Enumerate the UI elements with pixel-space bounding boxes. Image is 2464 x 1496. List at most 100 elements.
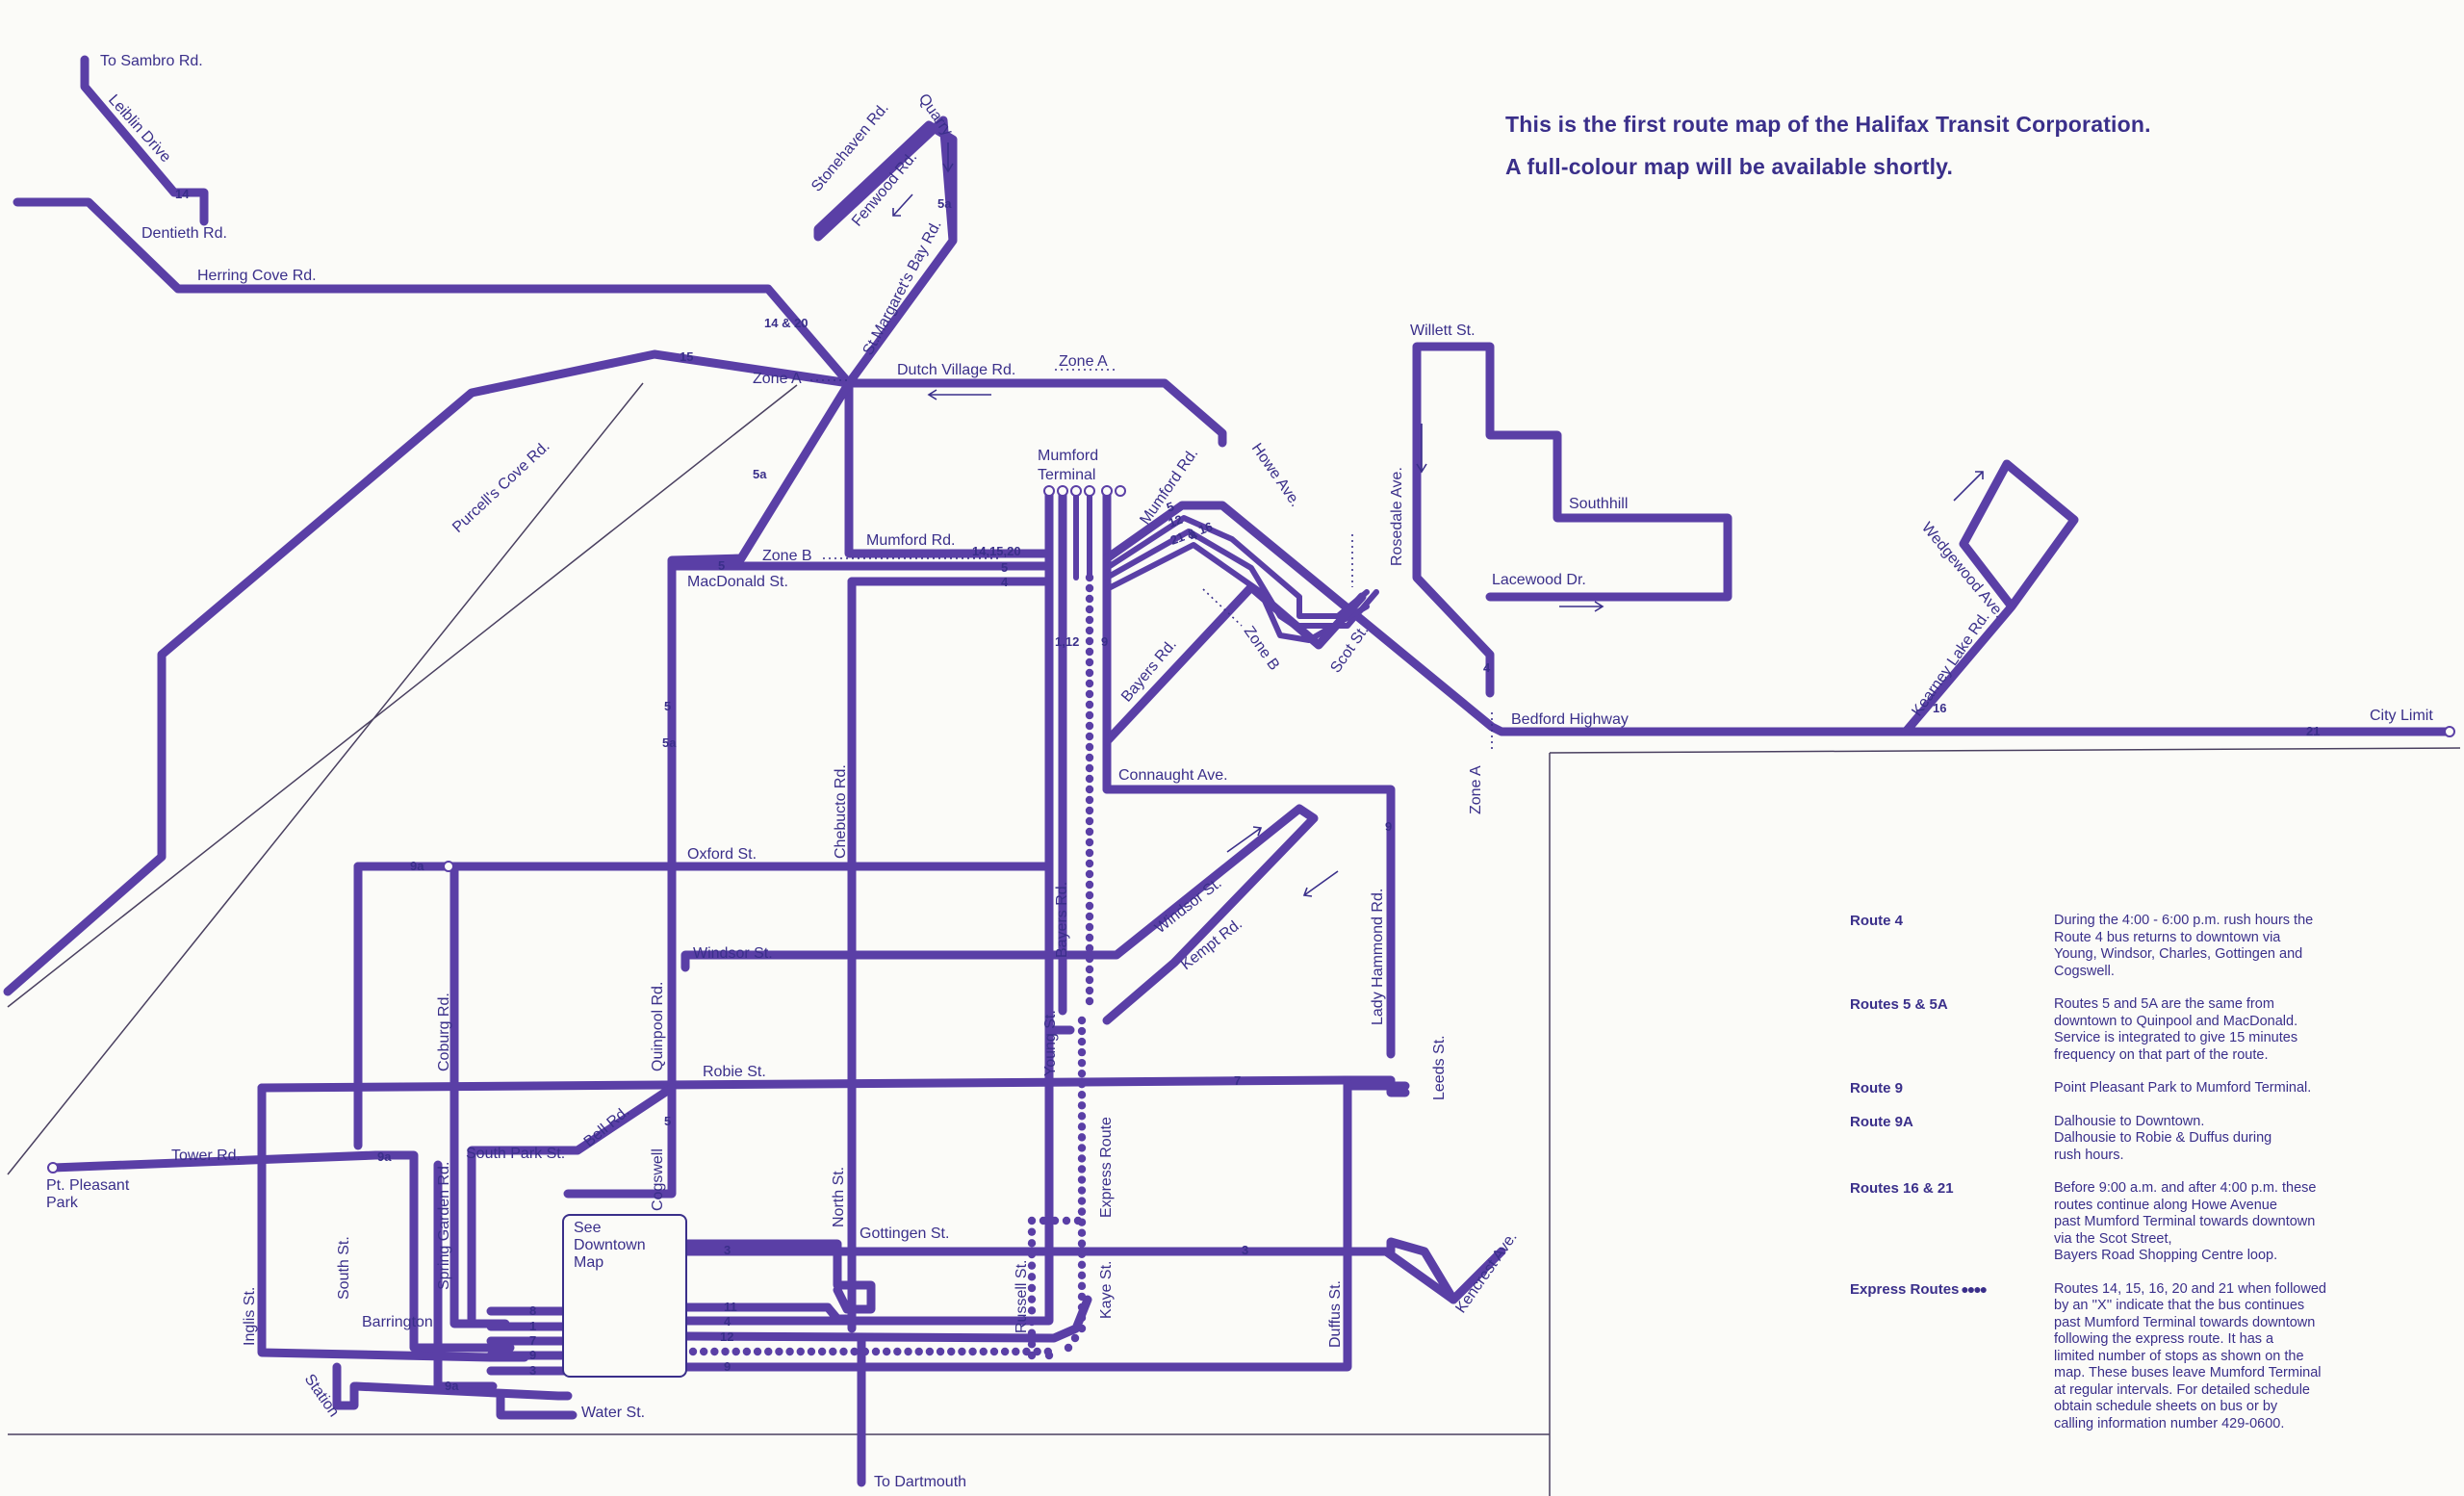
express-dot <box>1085 922 1094 932</box>
label-south-park: South Park St. <box>466 1146 565 1162</box>
label-express-route: Express Route <box>1098 1117 1115 1218</box>
express-dot <box>1085 742 1094 752</box>
express-dot <box>1027 1328 1037 1337</box>
label-zone-a-right: Zone A <box>1468 765 1484 814</box>
express-dot <box>699 1347 708 1356</box>
route-dutch-village <box>844 378 1227 448</box>
city-limit-terminus <box>2444 726 2455 737</box>
route-tower <box>48 1150 515 1353</box>
express-dot <box>1077 1292 1087 1302</box>
route-fenwood-quarry <box>813 116 958 388</box>
route-wedgewood <box>1901 459 2079 736</box>
express-dot <box>1077 1154 1087 1163</box>
label-young: Young St. <box>1042 1010 1059 1076</box>
express-dot <box>1070 1333 1080 1343</box>
express-dot <box>1033 1347 1041 1356</box>
label-windsor: Windsor St. <box>693 945 773 962</box>
express-dot <box>979 1347 988 1356</box>
num-1-12: 1,12 <box>1055 634 1079 649</box>
express-dot <box>1064 1343 1073 1353</box>
express-dot <box>1077 1069 1087 1078</box>
route-gottingen <box>679 1239 876 1314</box>
express-dot <box>1085 689 1094 699</box>
express-dot <box>742 1347 752 1356</box>
num-5a-quin: 5a <box>662 735 677 750</box>
express-dot <box>1085 816 1094 826</box>
label-coburg: Coburg Rd. <box>436 993 452 1071</box>
label-to-dartmouth: To Dartmouth <box>874 1474 966 1490</box>
label-quinpool: Quinpool Rd. <box>650 982 666 1071</box>
label-st-margarets: St.Margaret's Bay Rd. <box>860 218 945 358</box>
express-dot <box>989 1347 999 1356</box>
label-macdonald: MacDonald St. <box>687 574 788 590</box>
express-dot <box>796 1347 805 1356</box>
label-dentieth: Dentieth Rd. <box>141 225 227 242</box>
route-5a-diagonal <box>667 378 854 1093</box>
num-5-mac: 5 <box>718 558 725 573</box>
label-rosedale: Rosedale Ave. <box>1389 467 1405 566</box>
map-border-horizontal <box>1549 747 2461 754</box>
zone-boundaries <box>810 369 1493 751</box>
legend-route-name: Routes 16 & 21 <box>1850 1180 1954 1197</box>
express-dot <box>1077 1260 1087 1269</box>
express-dot <box>1077 1080 1087 1089</box>
legend-row: Express Routes ●●●● Routes 14, 15, 16, 20… <box>1850 1281 2389 1433</box>
route-windsor <box>680 804 1319 1025</box>
route-9-low <box>679 1078 1352 1372</box>
route-bayers-rd <box>1102 582 1367 746</box>
label-to-sambro: To Sambro Rd. <box>100 53 203 69</box>
express-dot <box>1085 710 1094 720</box>
num-3-gott: 3 <box>724 1243 731 1257</box>
label-wedgewood: Wedgewood Ave. <box>1918 520 2008 622</box>
label-howe: Howe Ave. <box>1248 441 1304 510</box>
label-leeds: Leeds St. <box>1431 1035 1448 1100</box>
route-lines <box>3 55 2454 1487</box>
express-dot <box>968 1347 977 1356</box>
express-dot <box>1077 1165 1087 1174</box>
express-dot <box>1085 647 1094 657</box>
pt-pleasant-terminus <box>47 1162 59 1174</box>
mumford-terminal-stops <box>1043 485 1126 497</box>
label-water: Water St. <box>581 1405 645 1421</box>
express-dot <box>1077 1250 1087 1258</box>
express-dot <box>1077 1026 1087 1036</box>
num-14-15-20: 14,15,20 <box>972 544 1021 558</box>
arrow-quarry <box>942 142 954 173</box>
headline-line-1: This is the first route map of the Halif… <box>1505 112 2151 137</box>
legend-description: Routes 14, 15, 16, 20 and 21 when follow… <box>2054 1280 2326 1432</box>
express-dot <box>958 1347 966 1356</box>
express-dot <box>688 1347 698 1356</box>
arrow-kempt <box>1302 870 1339 897</box>
express-dot <box>1085 965 1094 974</box>
arrow-dutch-village <box>927 389 991 400</box>
express-dot <box>1012 1347 1020 1356</box>
legend-route-name: Routes 5 & 5A <box>1850 996 1948 1013</box>
express-dot <box>1085 890 1094 900</box>
express-dot <box>1027 1283 1037 1293</box>
label-inglis: Inglis St. <box>242 1287 258 1346</box>
express-dot <box>1085 795 1094 805</box>
express-dot <box>1077 1207 1087 1216</box>
rail-cut-line-1 <box>7 382 644 1175</box>
legend-route-name: Route 9 <box>1850 1080 1904 1096</box>
headline-line-2: A full-colour map will be available shor… <box>1505 154 1954 179</box>
num-21-bed: 21 <box>2306 724 2320 738</box>
route-howe-4 <box>1104 542 1370 643</box>
express-dot <box>817 1347 827 1356</box>
label-north-st: North St. <box>831 1167 847 1227</box>
express-dot <box>1077 1058 1087 1068</box>
legend-route-name: Express Routes ●●●● <box>1850 1280 1988 1298</box>
downtown-map-box[interactable] <box>562 1214 687 1378</box>
express-dot <box>829 1347 837 1356</box>
label-willett: Willett St. <box>1410 322 1476 339</box>
express-dot <box>1085 943 1094 953</box>
route-3-east <box>679 1237 1506 1304</box>
express-dot <box>882 1347 891 1356</box>
express-dot <box>1027 1340 1037 1349</box>
label-chebucto: Chebucto Rd. <box>833 764 849 859</box>
legend-route-name: Route 9A <box>1850 1113 1913 1130</box>
num-9a-oxford: 9a <box>410 859 424 873</box>
